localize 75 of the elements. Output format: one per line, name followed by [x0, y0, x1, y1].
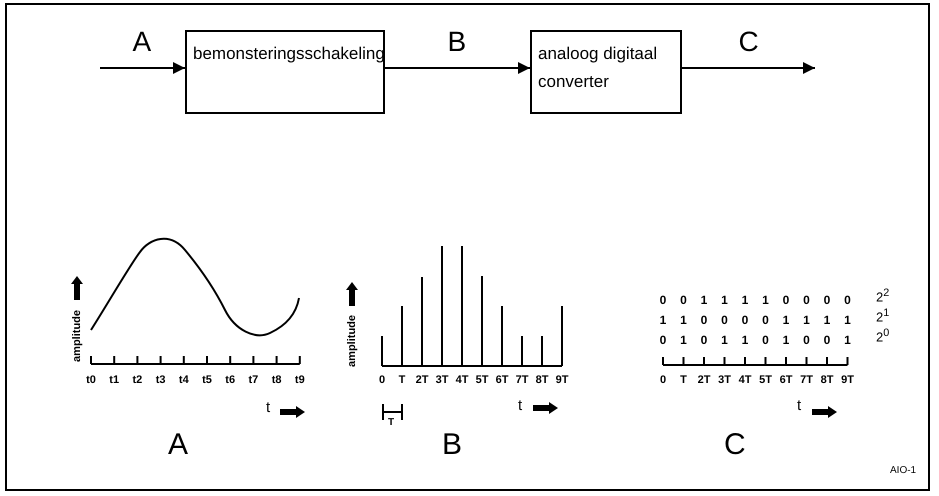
tick-label: 9T [841, 375, 854, 386]
bit-value: 1 [742, 294, 748, 306]
tick-label: T [680, 375, 687, 386]
bit-value: 0 [700, 334, 708, 346]
bit-value: 1 [721, 294, 728, 306]
bit-value: 0 [803, 294, 810, 306]
tick-label: 0 [660, 375, 666, 386]
tick-label: 4T [456, 375, 468, 386]
tick-label: t6 [225, 375, 236, 386]
bit-value: 0 [680, 294, 687, 306]
tick-label: 7T [800, 375, 813, 386]
panel-letter: A [168, 430, 188, 460]
tick-label: t1 [109, 375, 120, 386]
bit-value: 0 [721, 314, 728, 326]
tick-label: 3T [436, 375, 448, 386]
period-label: T [388, 418, 394, 428]
bit-value: 1 [824, 314, 830, 326]
tick-label: t3 [156, 375, 166, 386]
tick-label: 5T [759, 375, 772, 386]
bit-value: 0 [762, 314, 769, 326]
tick-label: t2 [132, 375, 142, 386]
tick-label: 6T [496, 375, 508, 386]
bit-weight: 2$^{2}$ [876, 288, 890, 304]
axis-label: t [266, 400, 270, 415]
tick-label: t4 [178, 375, 189, 386]
tick-label: 8T [820, 375, 834, 386]
bit-value: 0 [824, 334, 830, 346]
bit-value: 1 [803, 314, 810, 326]
tick-label: 8T [536, 375, 548, 386]
tick-label: 7T [516, 375, 528, 386]
bit-value: 1 [782, 314, 790, 326]
bit-value: 1 [742, 334, 748, 346]
bit-value: 1 [660, 314, 666, 326]
axis-label: amplitude [347, 315, 358, 367]
tick-label: t0 [86, 375, 96, 386]
bit-value: 0 [762, 334, 769, 346]
bit-value: 1 [680, 314, 687, 326]
tick-label: 4T [738, 375, 752, 386]
tick-label: 3T [718, 375, 731, 386]
bit-value: 1 [721, 334, 728, 346]
bit-value: 0 [803, 334, 810, 346]
bit-value: 0 [844, 294, 851, 306]
bit-value: 0 [660, 334, 666, 346]
axis-label: t [797, 398, 802, 413]
tick-label: 5T [476, 375, 488, 386]
tick-label: T [398, 375, 406, 386]
bit-value: 0 [700, 314, 708, 326]
tick-label: 6T [780, 375, 792, 386]
panel-letter: B [442, 430, 462, 460]
process-box: bemonsteringsschakeling [185, 30, 385, 114]
bit-weight: 2$^{1}$ [876, 308, 890, 324]
tick-label: t5 [202, 375, 212, 386]
tick-label: 2T [698, 375, 710, 386]
tick-label: t7 [248, 375, 258, 386]
tick-label: t8 [272, 375, 282, 386]
tick-label: 9T [556, 375, 568, 386]
bit-value: 0 [782, 294, 790, 306]
bit-value: 1 [782, 334, 790, 346]
axis-label: amplitude [72, 310, 83, 362]
axis-label: t [518, 398, 522, 413]
tick-label: 2T [416, 375, 428, 386]
bit-value: 1 [844, 314, 851, 326]
tick-label: 0 [378, 375, 386, 386]
bit-value: 0 [742, 314, 748, 326]
panel-letter: C [724, 430, 746, 460]
bit-value: 1 [762, 294, 769, 306]
process-box: analoog digitaal converter [530, 30, 682, 114]
tick-label: t9 [294, 375, 305, 386]
bit-weight: 2$^{0}$ [876, 328, 890, 344]
bit-value: 0 [824, 294, 830, 306]
bit-value: 1 [700, 294, 708, 306]
bit-value: 1 [680, 334, 687, 346]
bit-value: 1 [844, 334, 851, 346]
figure-code: AIO-1 [890, 466, 916, 476]
bit-value: 0 [660, 294, 666, 306]
